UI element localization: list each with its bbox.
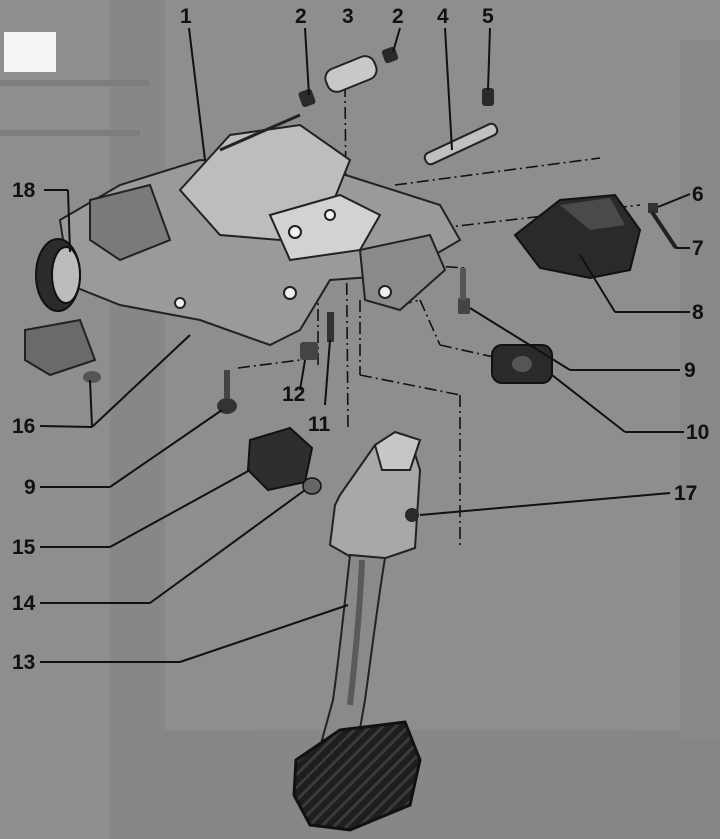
callout-12: 12 (282, 383, 306, 406)
callout-17: 17 (674, 482, 698, 505)
pedal-assembly (292, 430, 422, 832)
callout-9-left: 9 (24, 476, 36, 499)
callout-9-right: 9 (684, 359, 696, 382)
callout-6: 6 (692, 183, 704, 206)
callout-7: 7 (692, 237, 704, 260)
pedal-bushing (246, 426, 322, 495)
callout-10: 10 (686, 421, 710, 444)
callout-2-left: 2 (295, 5, 307, 28)
callout-1: 1 (180, 5, 192, 28)
callout-2-right: 2 (392, 5, 404, 28)
callout-13: 13 (12, 651, 36, 674)
callout-16: 16 (12, 415, 36, 438)
upper-small-parts (298, 46, 499, 166)
leader-lines (39, 27, 691, 663)
ring-seal (35, 238, 81, 312)
callout-8: 8 (692, 301, 704, 324)
callout-4: 4 (437, 5, 449, 28)
right-fasteners (458, 268, 553, 384)
white-label-box (4, 32, 56, 72)
callout-3: 3 (342, 5, 354, 28)
pedal-bracket (24, 113, 462, 377)
callout-5: 5 (482, 5, 494, 28)
callout-14: 14 (12, 592, 36, 615)
switch-module (513, 193, 678, 280)
callout-11: 11 (308, 413, 331, 436)
callout-18: 18 (12, 179, 36, 202)
callout-15: 15 (12, 536, 36, 559)
